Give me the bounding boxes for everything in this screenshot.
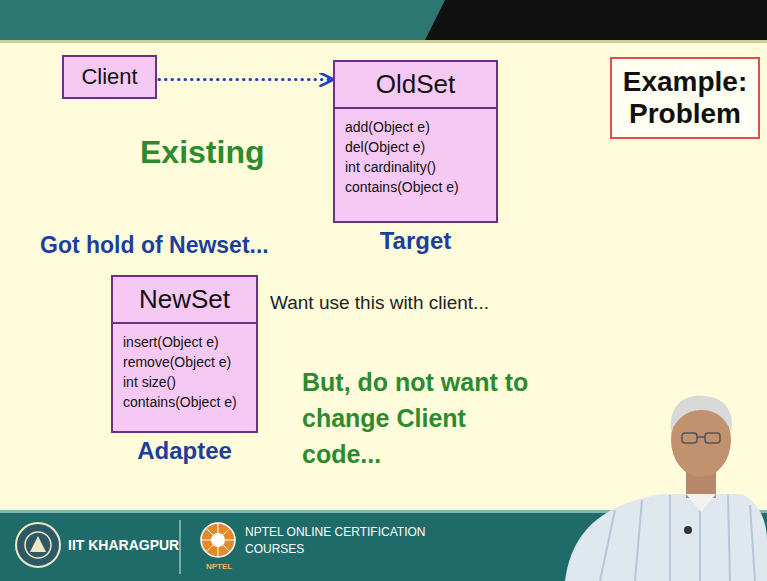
slide-title: Example: Problem: [612, 59, 758, 137]
class-name: NewSet: [113, 277, 256, 324]
class-box: NewSet insert(Object e)remove(Object e)in…: [111, 275, 258, 433]
class-name: OldSet: [335, 62, 496, 109]
slide-note: But, do not want to change Client code..…: [302, 364, 542, 472]
method-name: insert(Object e): [113, 332, 256, 352]
method-name: contains(Object e): [113, 392, 256, 412]
iit-logo: [16, 523, 60, 567]
method-name: int cardinality(): [335, 157, 496, 177]
method-name: add(Object e): [335, 117, 496, 137]
slide-note: Got hold of Newset...: [40, 232, 269, 260]
dotted-arrow: [159, 78, 332, 81]
slide-note: Existing: [140, 133, 264, 171]
institute-name: IIT KHARAGPUR: [68, 537, 179, 554]
method-name: remove(Object e): [113, 352, 256, 372]
role-caption: Adaptee: [137, 437, 232, 465]
course-banner: NPTEL ONLINE CERTIFICATION COURSES: [245, 524, 430, 558]
client-box: Client: [62, 55, 157, 99]
method-name: int size(): [113, 372, 256, 392]
slide-title-box: Example: Problem: [610, 57, 760, 139]
method-name: contains(Object e): [335, 177, 496, 197]
role-caption: Target: [380, 227, 452, 255]
slide-note: Want use this with client...: [270, 292, 489, 315]
logo-text: NPTEL: [206, 562, 232, 572]
class-box: OldSet add(Object e)del(Object e)int card…: [333, 60, 498, 223]
nptel-logo: [201, 523, 235, 557]
presenter-figure: [565, 396, 767, 581]
method-name: del(Object e): [335, 137, 496, 157]
box-name: Client: [64, 57, 155, 97]
